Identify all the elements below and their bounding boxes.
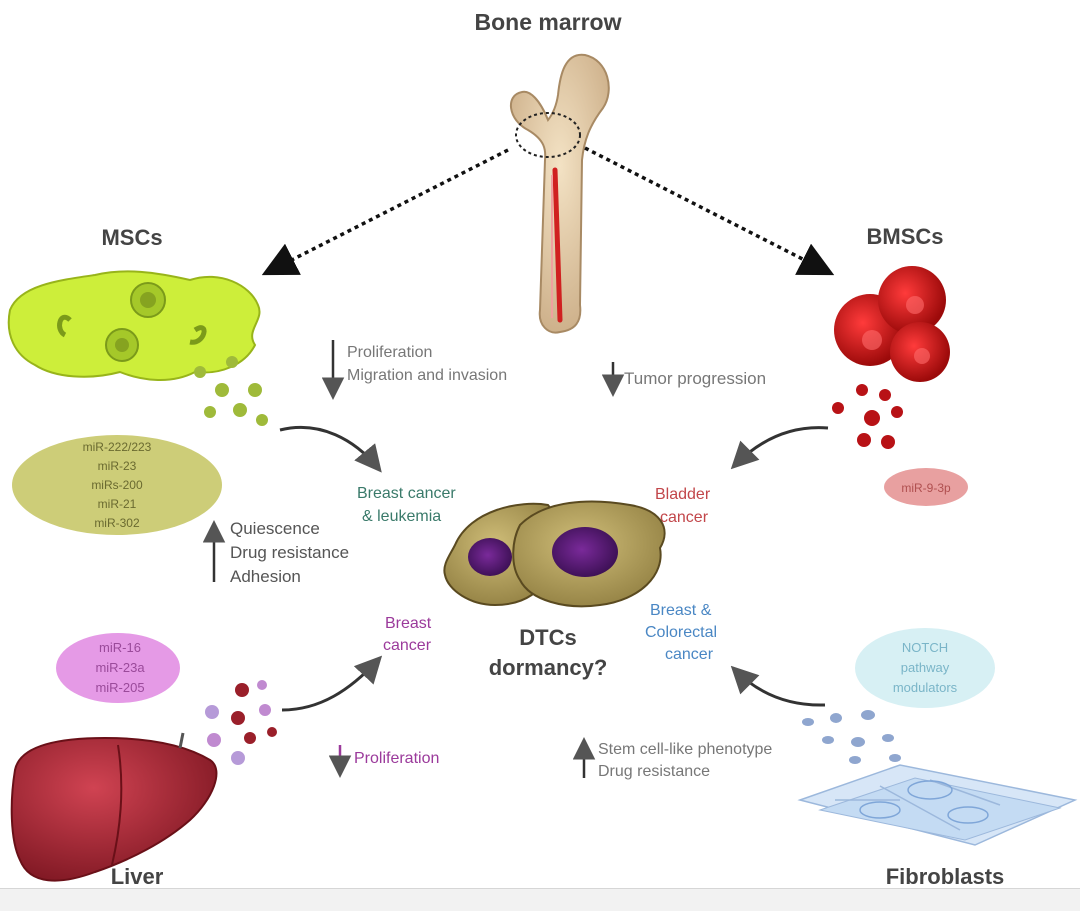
dormancy-label: dormancy?	[489, 655, 608, 680]
msc-mirna-3: miRs-200	[91, 478, 143, 492]
bmscs-label: BMSCs	[866, 224, 943, 249]
liver-mirna-3: miR-205	[95, 680, 144, 695]
liver-mirna-bubble: miR-16 miR-23a miR-205	[56, 633, 180, 703]
arrow-bone-to-bmscs	[584, 146, 835, 276]
msc-effect-proliferation: Proliferation	[347, 344, 432, 361]
liver-illustration	[10, 732, 218, 882]
msc-target-line2: & leukemia	[362, 508, 441, 525]
msc-mirna-1: miR-222/223	[83, 440, 152, 454]
bmsc-effect-tumor-progression: Tumor progression	[624, 369, 766, 388]
bmsc-target-line1: Bladder	[655, 486, 711, 503]
fibroblast-illustration	[797, 764, 1078, 846]
bmsc-mirna-bubble: miR-9-3p	[884, 468, 968, 506]
liver-mirna-1: miR-16	[99, 640, 141, 655]
arrow-bmsc-to-dtc	[730, 426, 829, 470]
msc-mirna-2: miR-23	[98, 459, 137, 473]
dtc-cells-illustration	[443, 500, 666, 608]
fibroblast-target-line1: Breast &	[650, 602, 712, 619]
fibroblast-target-line3: cancer	[665, 646, 714, 663]
bmsc-target-line2: cancer	[660, 509, 709, 526]
msc-mirna-bubble: miR-222/223 miR-23 miRs-200 miR-21 miR-3…	[12, 435, 222, 535]
bone-illustration	[509, 53, 610, 334]
fibroblast-notch-bubble: NOTCH pathway modulators	[855, 628, 995, 708]
liver-target-line1: Breast	[385, 615, 432, 632]
arrow-liver-to-dtc	[281, 655, 383, 712]
liver-label: Liver	[111, 864, 164, 889]
msc-vesicles	[194, 356, 268, 426]
fibroblast-notch-line2: pathway	[901, 660, 950, 675]
arrow-msc-to-dtc	[279, 425, 382, 473]
bmsc-vesicles	[832, 384, 903, 449]
bmsc-mirna-1: miR-9-3p	[901, 481, 951, 495]
msc-effect-quiescence: Quiescence	[230, 519, 320, 538]
msc-cells-illustration	[7, 270, 261, 381]
arrow-bone-to-mscs	[261, 148, 509, 276]
fibroblast-vesicles	[802, 710, 901, 764]
mscs-label: MSCs	[101, 225, 162, 250]
bone-marrow-label: Bone marrow	[475, 9, 622, 35]
bmsc-cells-illustration	[834, 266, 950, 382]
fibroblast-notch-line1: NOTCH	[902, 640, 948, 655]
msc-effect-adhesion: Adhesion	[230, 567, 301, 586]
msc-effect-migration: Migration and invasion	[347, 367, 507, 384]
msc-mirna-5: miR-302	[94, 516, 140, 530]
liver-vesicles	[205, 680, 277, 765]
dtcs-label: DTCs	[519, 625, 576, 650]
msc-effect-drug-resistance: Drug resistance	[230, 543, 349, 562]
liver-target-line2: cancer	[383, 637, 432, 654]
arrow-fibroblast-to-dtc	[730, 665, 826, 707]
msc-target-line1: Breast cancer	[357, 485, 456, 502]
fibroblast-notch-line3: modulators	[893, 680, 958, 695]
liver-effect-proliferation: Proliferation	[354, 750, 439, 767]
fibroblasts-label: Fibroblasts	[886, 864, 1005, 889]
fibroblast-effect-stemness: Stem cell-like phenotype	[598, 741, 772, 758]
bottom-bar	[0, 888, 1080, 911]
liver-mirna-2: miR-23a	[95, 660, 145, 675]
msc-mirna-4: miR-21	[98, 497, 137, 511]
fibroblast-effect-drug-resistance: Drug resistance	[598, 763, 710, 780]
fibroblast-target-line2: Colorectal	[645, 624, 717, 641]
